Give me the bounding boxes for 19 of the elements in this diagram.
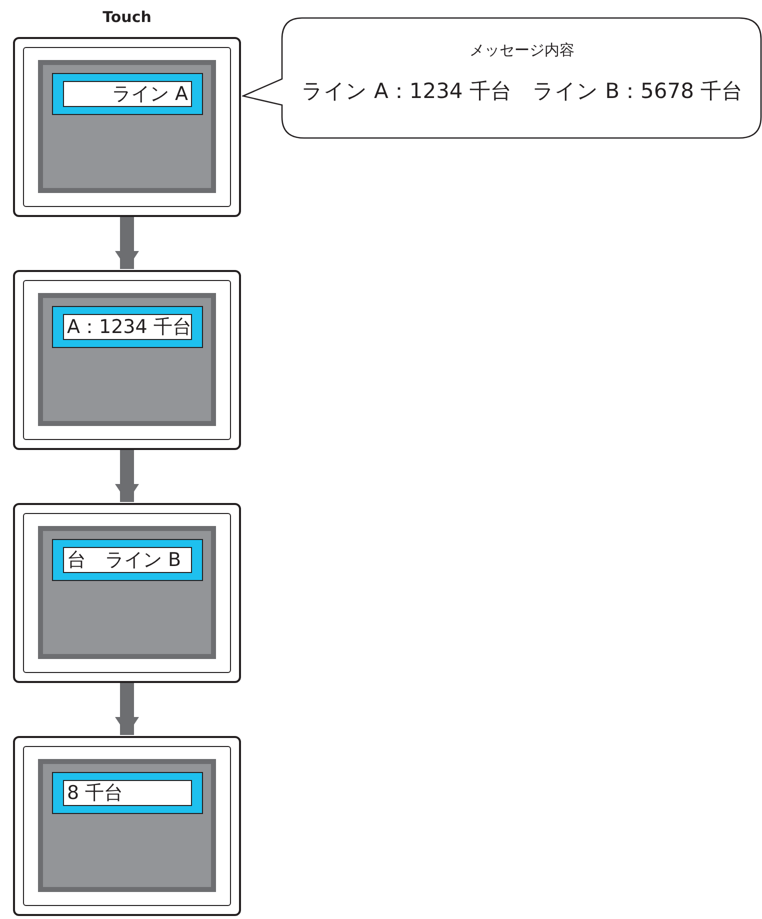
touch-panel <box>13 37 241 217</box>
down-arrow <box>115 683 139 735</box>
down-arrow <box>115 217 139 269</box>
message-text: ライン A：1234 千台 ライン B：5678 千台 <box>300 78 744 105</box>
bubble-title: メッセージ内容 <box>468 41 576 60</box>
field-text: ライン A <box>63 81 192 107</box>
panel-label: Touch <box>102 7 152 27</box>
field-text: A：1234 千台 <box>63 314 192 340</box>
field-text: 8 千台 <box>63 780 192 806</box>
speech-bubble <box>242 17 762 139</box>
display-field <box>52 772 203 814</box>
field-text: 台 ライン B <box>63 547 192 573</box>
display-field <box>52 306 203 348</box>
display-field <box>52 73 203 115</box>
touch-panel <box>13 503 241 683</box>
display-field <box>52 539 203 581</box>
touch-panel <box>13 736 241 916</box>
down-arrow <box>115 450 139 502</box>
touch-panel <box>13 270 241 450</box>
